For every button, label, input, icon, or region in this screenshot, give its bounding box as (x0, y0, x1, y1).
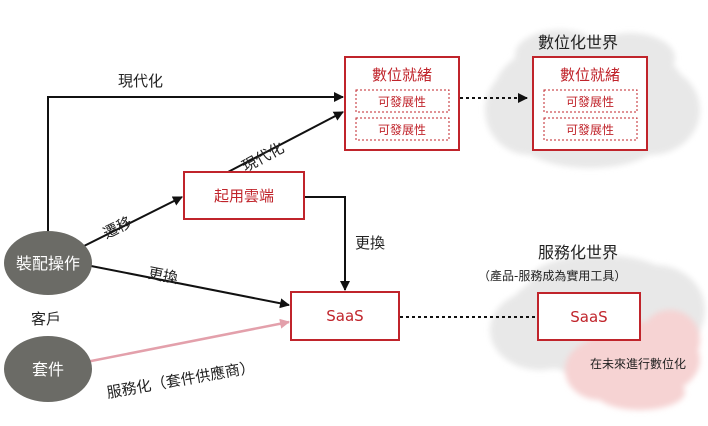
suite-node: 套件 (4, 336, 92, 402)
edge-replace-down (304, 196, 350, 291)
label-replace-down: 更換 (355, 234, 385, 252)
customer-label: 客戶 (31, 310, 61, 328)
edge-modernize-top (47, 92, 344, 240)
sub-item-left-2: 可發展性 (378, 122, 426, 137)
service-world-subtitle: （產品-服務成為實用工具） (478, 268, 626, 283)
edge-migrate (79, 196, 183, 249)
label-migrate: 遷移 (100, 213, 135, 242)
edge-replace-left (85, 264, 290, 309)
saas-title-right: SaaS (570, 308, 607, 326)
label-replace-left: 更換 (147, 264, 180, 287)
future-digital-cloud (565, 310, 700, 410)
sub-item-right-1: 可發展性 (566, 94, 614, 109)
digital-world-title: 數位化世界 (538, 33, 618, 52)
sub-item-right-2: 可發展性 (566, 122, 614, 137)
digital-ready-box-right: 數位就緒 可發展性 可發展性 (532, 56, 648, 151)
edge-modernize-diag (227, 111, 344, 173)
cloud-enabled-title: 起用雲端 (214, 187, 274, 205)
digital-ready-title-right: 數位就緒 (560, 66, 620, 84)
assembly-ops-label: 裝配操作 (16, 254, 80, 273)
edge-servitize (85, 318, 290, 364)
cloud-enabled-box: 起用雲端 (183, 171, 305, 220)
digital-ready-title-left: 數位就緒 (372, 66, 432, 84)
sub-item-left-1: 可發展性 (378, 94, 426, 109)
label-servitize: 服務化（套件供應商） (105, 358, 256, 402)
saas-box-right: SaaS (537, 292, 641, 341)
label-modernize-diag: 現代化 (239, 139, 287, 176)
future-digital-label: 在未來進行數位化 (590, 356, 686, 371)
saas-title-left: SaaS (326, 307, 363, 325)
saas-box-left: SaaS (290, 291, 400, 341)
digital-ready-box-left: 數位就緒 可發展性 可發展性 (344, 56, 460, 151)
label-modernize-top: 現代化 (118, 72, 163, 90)
suite-label: 套件 (32, 360, 64, 379)
assembly-ops-node: 裝配操作 (4, 231, 92, 295)
service-world-title: 服務化世界 (538, 243, 618, 262)
